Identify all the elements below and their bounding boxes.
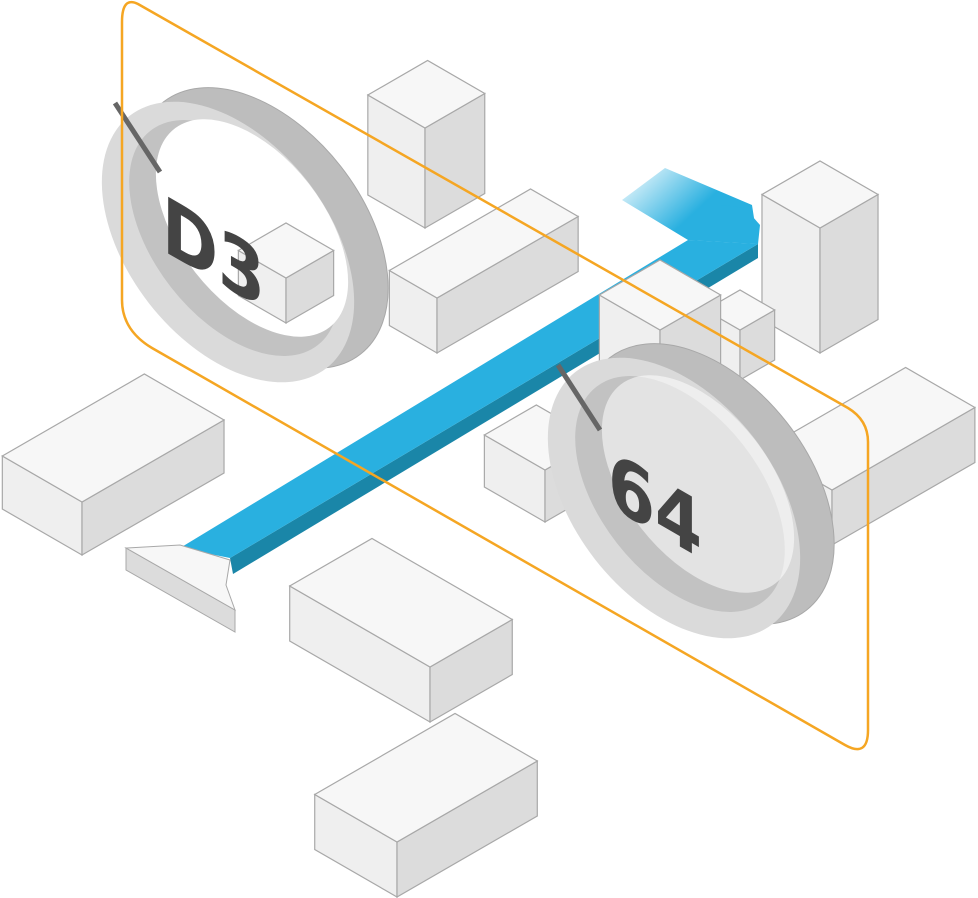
flat-box-behind-d3 [388, 188, 580, 355]
flat-box-left-top-face [1, 373, 226, 503]
tall-box-top-center [366, 59, 486, 230]
path-corner [688, 205, 760, 244]
tall-box-top-center-top-face [366, 59, 486, 129]
boxes-back [366, 59, 880, 382]
flat-box-bottom-mid [288, 537, 514, 724]
flat-box-bottom [313, 712, 539, 898]
small-box-in-d3-top-face [237, 222, 335, 279]
boxes-inner [237, 222, 335, 325]
flat-box-behind-d3-top-face [388, 188, 580, 299]
boxes-front [1, 373, 539, 898]
path-arrow-head [124, 544, 236, 612]
flat-box-bottom-mid-top-face [288, 537, 514, 668]
flat-box-bottom-top-face [313, 712, 539, 843]
tall-box-right [760, 160, 880, 355]
highlight-frame [120, 0, 870, 751]
tall-box-right-top-face [760, 160, 880, 229]
small-box-in-d3 [237, 222, 335, 325]
tall-box-center-top-face [598, 259, 722, 331]
ring-64 [547, 343, 835, 639]
ring-64-hole [601, 375, 795, 593]
flat-box-left [1, 373, 226, 557]
ring-64-tick [555, 363, 603, 432]
